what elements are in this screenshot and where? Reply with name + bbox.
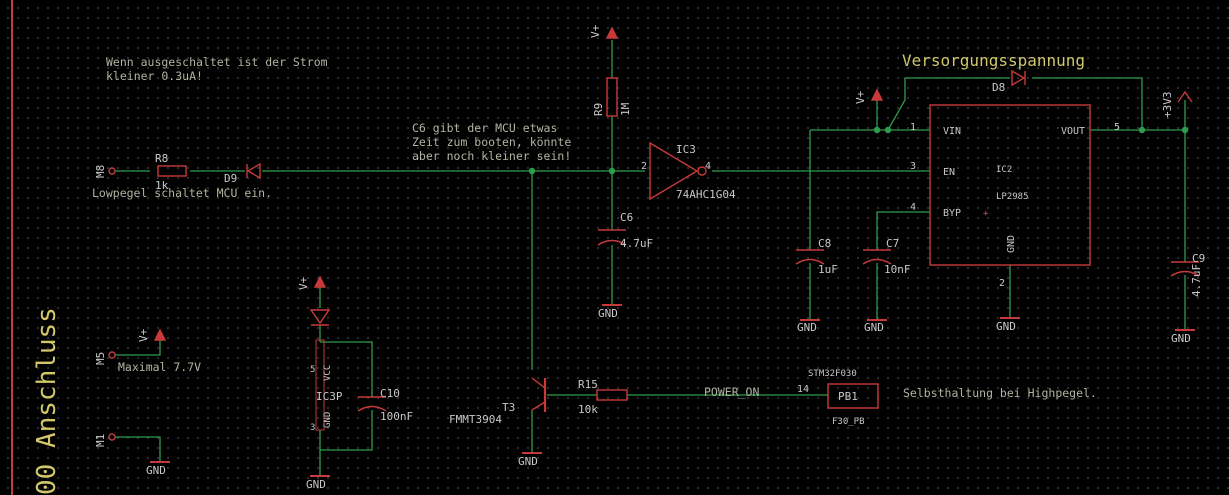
pin-byp: BYP xyxy=(943,208,961,219)
v3v3-label: +3V3 xyxy=(1161,92,1174,119)
r8-value: 1k xyxy=(155,179,169,192)
t3-value: FMMT3904 xyxy=(449,413,502,426)
ic2-label: IC2 xyxy=(996,165,1012,175)
c8-label: C8 xyxy=(818,237,831,250)
ic3p-pin-5: 5 xyxy=(310,365,315,375)
pin-en: EN xyxy=(943,167,955,178)
r15-resistor xyxy=(596,389,628,401)
d9-label: D9 xyxy=(224,172,237,185)
c8-value: 1uF xyxy=(818,263,838,276)
pin-vin: VIN xyxy=(943,126,961,137)
note-selbsthaltung: Selbsthaltung bei Highpegel. xyxy=(903,386,1097,400)
supply-heading: Versorgungsspannung xyxy=(902,51,1085,70)
vplus-label-ic2: V+ xyxy=(854,90,867,104)
r9-value: 1M xyxy=(619,102,632,116)
m1-label: M1 xyxy=(94,434,107,447)
pin-num-1: 1 xyxy=(910,122,916,133)
gnd-label-c8: GND xyxy=(797,321,817,334)
stm-label: STM32F030 xyxy=(808,369,857,379)
c9-label: C9 xyxy=(1192,252,1205,265)
vplus-arrow-ic2 xyxy=(870,88,884,101)
note-off-current-2: kleiner 0.3uA! xyxy=(106,69,203,83)
pin-gnd: GND xyxy=(1006,235,1017,253)
parts xyxy=(108,69,1200,441)
inv-out-pin: 4 xyxy=(705,161,711,172)
f30-label: F30_PB xyxy=(832,417,865,427)
r15-label: R15 xyxy=(578,378,598,391)
note-c6-2: Zeit zum booten, könnte xyxy=(412,135,571,149)
t3-label: T3 xyxy=(502,401,515,414)
ic3p-vcc-pin: VCC xyxy=(323,365,333,381)
m8-pin xyxy=(108,167,116,175)
vplus-arrow-m5 xyxy=(153,328,167,341)
wires xyxy=(115,40,1186,476)
power-on-net: POWER_ON xyxy=(704,385,759,399)
vplus-label-r9: V+ xyxy=(589,24,602,38)
r9-resistor xyxy=(606,77,618,117)
vplus-label-d7: V+ xyxy=(297,276,310,290)
c10-value: 100nF xyxy=(380,410,413,423)
gnd-symbols xyxy=(150,304,1195,477)
note-c6-1: C6 gibt der MCU etwas xyxy=(412,121,557,135)
m8-label: M8 xyxy=(94,165,107,178)
pb1-pin-14: 14 xyxy=(797,384,809,395)
pb1-label: PB1 xyxy=(838,390,858,403)
section-title: 00 Anschluss xyxy=(32,307,62,495)
v3v3-arrow xyxy=(1177,90,1193,103)
d8-label: D8 xyxy=(992,81,1005,94)
note-off-current-1: Wenn ausgeschaltet ist der Strom xyxy=(106,55,328,69)
ic2-value: LP2985 xyxy=(996,192,1029,202)
vplus-label-m5: V+ xyxy=(137,328,150,342)
r8-label: R8 xyxy=(155,152,168,165)
gnd-label-m1: GND xyxy=(146,464,166,477)
ic3p-block xyxy=(315,339,325,431)
pin-num-3: 3 xyxy=(910,161,916,172)
m5-label: M5 xyxy=(94,352,107,365)
pin-num-5: 5 xyxy=(1114,122,1120,133)
ic3p-label: IC3P xyxy=(316,390,343,403)
pin-vout: VOUT xyxy=(1061,126,1085,137)
junctions xyxy=(528,126,1189,175)
pin-num-2: 2 xyxy=(999,278,1005,289)
supply-symbols xyxy=(153,26,1193,341)
inv-in-pin: 2 xyxy=(641,161,647,172)
note-maximal: Maximal 7.7V xyxy=(118,360,201,374)
pb1-pin-block xyxy=(827,383,879,409)
c6-value: 4.7uF xyxy=(620,237,653,250)
d9-diode xyxy=(246,162,261,180)
ic3p-pin-3: 3 xyxy=(310,423,315,433)
vplus-arrow-d7 xyxy=(313,275,327,288)
c7-label: C7 xyxy=(886,237,899,250)
pin-num-4: 4 xyxy=(910,202,916,213)
ic3-label: IC3 xyxy=(676,143,696,156)
ic3p-gnd-pin: GND xyxy=(323,412,333,428)
r15-value: 10k xyxy=(578,403,598,416)
ic2-origin-marker: + xyxy=(983,209,989,219)
r8-resistor xyxy=(157,165,187,177)
m1-pin xyxy=(108,433,116,441)
vplus-arrow-r9 xyxy=(605,26,619,39)
c9-value: 4.7uF xyxy=(1190,264,1203,297)
gnd-label-t3: GND xyxy=(518,455,538,468)
gnd-label-c6: GND xyxy=(598,307,618,320)
note-lowpegel: Lowpegel schaltet MCU ein. xyxy=(92,186,272,200)
gnd-label-c7: GND xyxy=(864,321,884,334)
d7-diode xyxy=(309,309,331,325)
ic3-inverter xyxy=(649,141,699,201)
c6-label: C6 xyxy=(620,211,633,224)
d8-diode xyxy=(1011,69,1026,87)
m5-pin xyxy=(108,351,116,359)
c7-value: 10nF xyxy=(884,263,911,276)
note-c6-3: aber noch kleiner sein! xyxy=(412,149,571,163)
ic2-regulator xyxy=(929,104,1091,266)
gnd-label-ic2: GND xyxy=(996,320,1016,333)
gnd-label-c9: GND xyxy=(1171,332,1191,345)
gnd-label-ic3p: GND xyxy=(306,478,326,491)
r9-label: R9 xyxy=(592,103,605,116)
ic3-value: 74AHC1G04 xyxy=(676,188,736,201)
c10-label: C10 xyxy=(380,387,400,400)
